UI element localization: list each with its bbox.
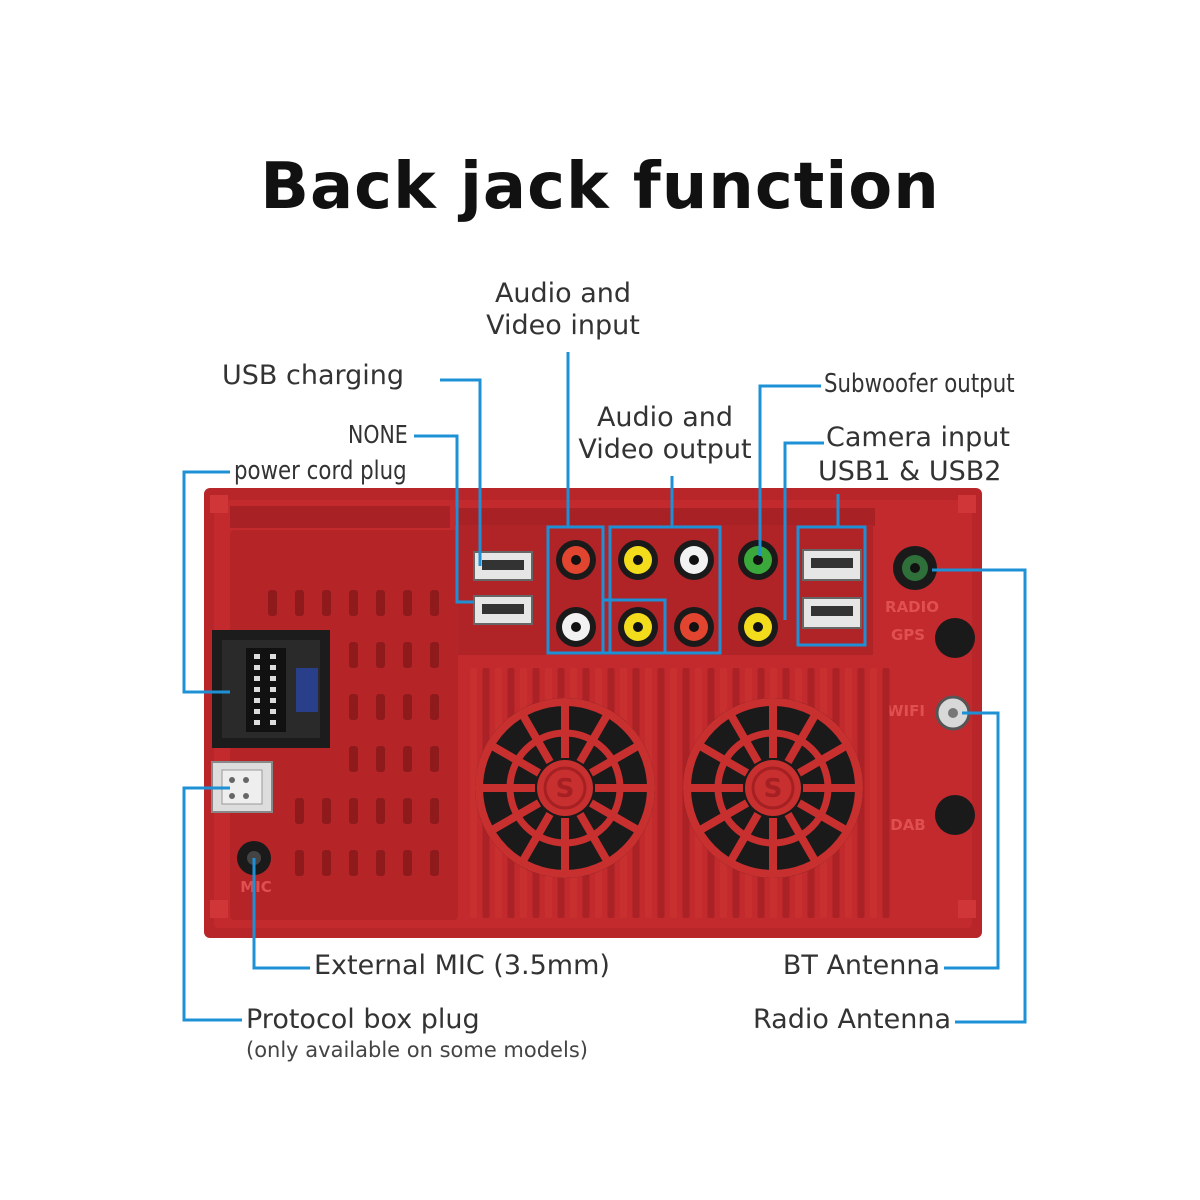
rca-jacks bbox=[556, 540, 778, 647]
heatsink-fin bbox=[670, 668, 677, 918]
rca-jack-pin bbox=[571, 622, 581, 632]
fan-outer-ring bbox=[683, 698, 863, 878]
label-camera-input: Camera input bbox=[826, 422, 1010, 453]
vent-slot bbox=[376, 694, 385, 720]
usb1-usb2-ports bbox=[802, 549, 862, 629]
vent-slot bbox=[376, 850, 385, 876]
label-external-mic: External MIC (3.5mm) bbox=[314, 950, 610, 981]
heatsink-fin bbox=[882, 668, 890, 918]
antenna-jacks: RADIO GPS WIFI DAB bbox=[885, 546, 975, 835]
rca-jack-pin bbox=[689, 555, 699, 565]
connector-pin bbox=[254, 709, 260, 714]
vent-slot bbox=[295, 798, 304, 824]
vent-slot bbox=[430, 746, 439, 772]
vent-slot bbox=[322, 850, 331, 876]
gps-marking: GPS bbox=[891, 626, 925, 644]
vent-slot bbox=[349, 590, 358, 616]
label-audio-video-output: Audio and Video output bbox=[578, 402, 752, 466]
label-power-cord-plug: power cord plug bbox=[234, 456, 407, 486]
connector-pin bbox=[270, 665, 276, 670]
usb-charging-ports bbox=[473, 551, 533, 625]
page-title: Back jack function bbox=[260, 150, 940, 224]
vent-slot bbox=[403, 694, 412, 720]
dab-marking: DAB bbox=[890, 816, 926, 834]
left-vent-grille bbox=[268, 590, 439, 876]
heatsink-fin bbox=[870, 668, 877, 918]
rca-jack-pin bbox=[633, 622, 643, 632]
rca-jack-pin bbox=[571, 555, 581, 565]
vent-slot bbox=[322, 590, 331, 616]
vent-slot bbox=[349, 746, 358, 772]
vent-slot bbox=[349, 694, 358, 720]
connector-pin bbox=[254, 720, 260, 725]
wifi-marking: WIFI bbox=[887, 702, 925, 720]
fan-hub-ring bbox=[543, 766, 587, 810]
rca-jack-pin bbox=[633, 555, 643, 565]
heatsink-fin bbox=[657, 668, 665, 918]
connector-pin bbox=[254, 676, 260, 681]
vent-slot bbox=[376, 590, 385, 616]
label-bt-antenna: BT Antenna bbox=[782, 950, 940, 981]
radio-marking: RADIO bbox=[885, 598, 939, 616]
vent-slot bbox=[430, 850, 439, 876]
vent-slot bbox=[376, 642, 385, 668]
callout-lines bbox=[182, 352, 1027, 1024]
label-none: NONE bbox=[348, 420, 408, 449]
vent-slot bbox=[376, 798, 385, 824]
fan-inner-ring bbox=[506, 729, 624, 847]
vent-slot bbox=[403, 746, 412, 772]
vent-slot bbox=[349, 642, 358, 668]
connector-pin bbox=[270, 654, 276, 659]
connector-pin bbox=[270, 687, 276, 692]
fan-inner-ring bbox=[714, 729, 832, 847]
rca-jack-pin bbox=[689, 622, 699, 632]
label-radio-antenna: Radio Antenna bbox=[752, 1004, 951, 1035]
connector-pin bbox=[270, 676, 276, 681]
label-subwoofer-output: Subwoofer output bbox=[824, 369, 1015, 399]
vent-slot bbox=[430, 642, 439, 668]
vent-slot bbox=[403, 642, 412, 668]
vent-slot bbox=[430, 694, 439, 720]
connector-pin bbox=[254, 687, 260, 692]
vent-slot bbox=[322, 798, 331, 824]
vent-slot bbox=[268, 590, 277, 616]
connector-pin bbox=[254, 698, 260, 703]
vent-slot bbox=[430, 798, 439, 824]
connector-pin bbox=[254, 654, 260, 659]
connector-pin bbox=[270, 698, 276, 703]
fan-logo: S bbox=[556, 774, 575, 804]
label-protocol-box-plug: Protocol box plug bbox=[246, 1004, 480, 1035]
label-usb1-usb2: USB1 & USB2 bbox=[818, 456, 1002, 487]
power-cord-plug-connector bbox=[212, 630, 330, 748]
heatsink-fin bbox=[470, 668, 477, 918]
label-usb-charging: USB charging bbox=[222, 360, 405, 391]
vent-slot bbox=[403, 590, 412, 616]
vent-slot bbox=[295, 850, 304, 876]
vent-slot bbox=[403, 850, 412, 876]
rca-jack-pin bbox=[753, 622, 763, 632]
highlight-boxes bbox=[546, 525, 867, 655]
vent-slot bbox=[295, 590, 304, 616]
connector-pin bbox=[270, 720, 276, 725]
connector-pin bbox=[270, 709, 276, 714]
label-protocol-box-note: (only available on some models) bbox=[246, 1038, 588, 1062]
label-audio-video-input: Audio and Video input bbox=[486, 278, 640, 342]
vent-slot bbox=[376, 746, 385, 772]
vent-slot bbox=[349, 798, 358, 824]
rca-jack-pin bbox=[753, 555, 763, 565]
vent-slot bbox=[430, 590, 439, 616]
mic-marking: MIC bbox=[240, 878, 272, 896]
fan-outer-ring bbox=[475, 698, 655, 878]
fan-logo: S bbox=[764, 774, 783, 804]
fan-hub-ring bbox=[751, 766, 795, 810]
vent-slot bbox=[349, 850, 358, 876]
vent-slot bbox=[403, 798, 412, 824]
connector-pin bbox=[254, 665, 260, 670]
